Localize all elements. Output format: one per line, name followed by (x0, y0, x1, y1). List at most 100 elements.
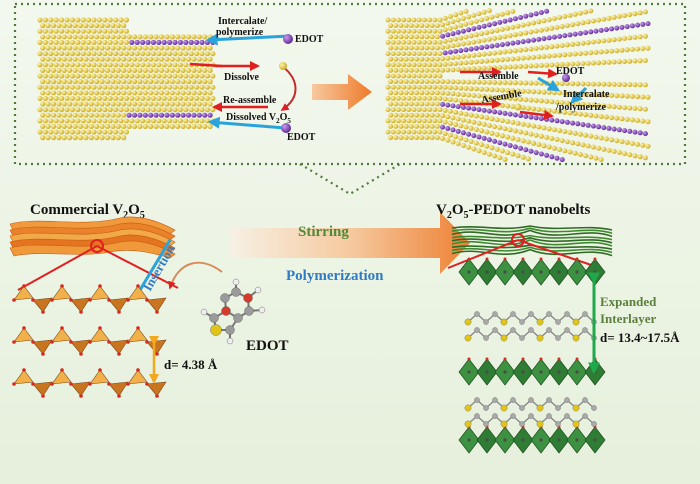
right-lattice-atom (385, 95, 391, 101)
right-lattice-atom (637, 106, 643, 112)
right-lattice-atom (450, 91, 456, 97)
right-lattice-atom (544, 116, 550, 122)
left-lattice-atom (123, 129, 129, 135)
left-lattice-atom (194, 73, 200, 79)
right-lattice-atom (551, 127, 557, 133)
right-lattice-atom (609, 92, 615, 98)
right-lattice-atom (460, 54, 466, 60)
right-lattice-atom (492, 65, 498, 71)
left-lattice-atom (121, 23, 127, 29)
right-lattice-atom (536, 36, 542, 42)
left-lattice-atom (77, 45, 84, 51)
right-lattice-atom (414, 112, 420, 118)
right-lattice-atom (575, 21, 581, 27)
right-lattice-atom (427, 95, 433, 101)
right-lattice-atom (611, 14, 617, 20)
carbon-atom (564, 397, 570, 403)
left-lattice-atom (148, 123, 154, 129)
left-lattice-atom (48, 95, 54, 101)
right-lattice-atom (611, 37, 617, 43)
right-lattice-atom (403, 56, 409, 62)
left-lattice-atom (113, 62, 119, 68)
v2o5-pyramid (89, 327, 110, 343)
right-lattice-atom (429, 34, 435, 40)
right-lattice-atom (424, 56, 430, 62)
right-lattice-atom (406, 118, 412, 124)
right-lattice-atom (536, 107, 542, 112)
left-lattice-atom (75, 51, 81, 57)
right-lattice-atom (598, 135, 604, 141)
left-lattice-atom (164, 67, 170, 73)
right-lattice-atom (447, 108, 453, 114)
right-lattice-atom (408, 79, 414, 85)
left-lattice-atom (129, 62, 135, 68)
sulfur-atom (500, 318, 508, 326)
right-lattice-atom (546, 126, 552, 132)
left-lattice-atom (53, 62, 59, 68)
right-lattice-atom (466, 131, 472, 137)
right-lattice-atom (424, 101, 430, 107)
left-lattice-atom (164, 56, 170, 62)
right-lattice-atom (440, 101, 446, 107)
sulfur-atom (572, 404, 580, 412)
left-lattice-atom (191, 45, 197, 51)
right-lattice-atom (544, 44, 550, 50)
right-lattice-atom (510, 104, 516, 110)
left-lattice-atom (48, 107, 54, 113)
right-lattice-atom (562, 148, 568, 154)
vanadium-atom (485, 370, 489, 374)
left-lattice-atom (42, 17, 49, 23)
right-lattice-atom (505, 134, 511, 140)
left-lattice-atom (102, 51, 108, 57)
right-lattice-atom (538, 10, 544, 15)
right-lattice-atom (393, 90, 399, 96)
left-lattice-atom (50, 90, 57, 96)
left-lattice-atom (180, 56, 186, 62)
left-lattice-atom (137, 56, 143, 62)
right-lattice-atom (411, 28, 417, 34)
oxygen-atom (557, 357, 561, 361)
left-lattice-atom (172, 73, 178, 79)
edot-molecule-bottom (281, 123, 291, 133)
right-lattice-atom (494, 132, 500, 137)
right-lattice-atom (450, 79, 456, 85)
left-lattice-atom (196, 101, 202, 107)
right-lattice-atom (510, 24, 516, 30)
right-lattice-atom (554, 118, 560, 124)
right-lattice-atom (585, 40, 591, 46)
left-lattice-atom (59, 39, 65, 46)
right-lattice-atom (411, 17, 417, 23)
right-lattice-atom (460, 16, 466, 21)
right-lattice-atom (559, 43, 565, 48)
right-lattice-atom (398, 101, 404, 107)
right-lattice-atom (434, 79, 440, 85)
right-lattice-atom (388, 56, 394, 62)
left-lattice-atom (77, 67, 84, 73)
left-lattice-atom (64, 62, 70, 68)
intercalate-arrow-top (205, 33, 291, 46)
right-lattice-atom (632, 153, 638, 159)
right-lattice-atom (442, 108, 448, 113)
right-lattice-atom (416, 51, 422, 57)
left-lattice-atom (56, 45, 62, 51)
left-lattice-atom (45, 135, 51, 141)
bulk-v2o5-stack (9, 216, 176, 259)
right-lattice-atom (403, 23, 409, 29)
left-lattice-atom (83, 56, 89, 62)
right-lattice-atom (403, 101, 409, 107)
left-lattice-atom (104, 79, 111, 85)
left-v2o5-lattice (37, 17, 216, 141)
left-lattice-atom (202, 45, 208, 51)
left-lattice-atom (37, 17, 43, 23)
left-lattice-atom (91, 107, 97, 113)
left-lattice-atom (115, 67, 121, 73)
left-lattice-atom (88, 56, 94, 62)
right-lattice-atom (447, 97, 453, 103)
right-lattice-atom (447, 37, 453, 43)
edot-atom (200, 308, 208, 316)
left-lattice-atom (40, 112, 46, 118)
right-lattice-atom (559, 157, 565, 163)
right-lattice-atom (622, 59, 628, 64)
right-lattice-atom (603, 92, 609, 98)
left-lattice-atom (126, 56, 132, 62)
